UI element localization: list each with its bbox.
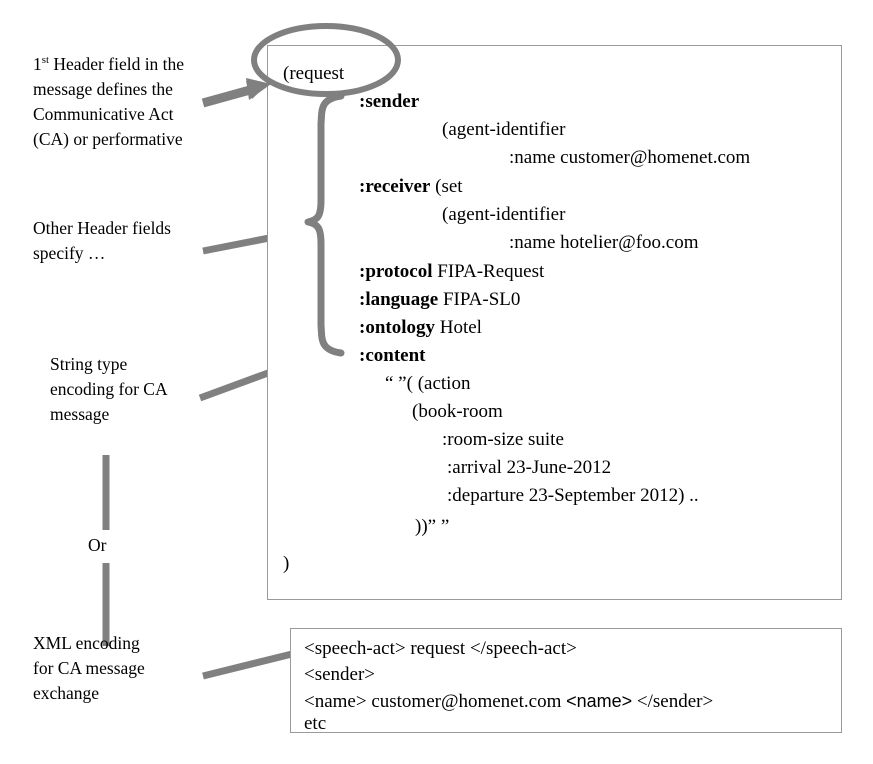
acl-receiver-name-value: :name hotelier@foo.com <box>509 232 699 253</box>
acl-language-value: FIPA-SL0 <box>438 289 521 310</box>
acl-receiver-agent-identifier: (agent-identifier <box>442 204 566 225</box>
acl-keyword-protocol: :protocol <box>359 261 433 282</box>
acl-line-sender: :sender <box>359 88 419 116</box>
acl-content-open: “ ”( (action <box>385 373 471 394</box>
acl-line-message-close: ) <box>283 550 289 578</box>
annotation-first-header-field: 1st Header field in the message defines … <box>33 52 248 152</box>
acl-keyword-ontology: :ontology <box>359 317 435 338</box>
acl-line-performative: (request <box>283 60 344 88</box>
acl-sender-agent-identifier: (agent-identifier <box>442 119 566 140</box>
acl-line-ontology: :ontology Hotel <box>359 314 482 342</box>
acl-message-box <box>267 45 842 600</box>
acl-content-close: ))” ” <box>415 516 450 537</box>
acl-receiver-set: (set <box>430 176 463 197</box>
acl-book-room: (book-room <box>412 401 503 422</box>
xml-etc-text: etc <box>304 713 327 734</box>
acl-keyword-receiver: :receiver <box>359 176 431 197</box>
acl-departure: :departure 23-September 2012) .. <box>447 485 699 506</box>
annotation-first-header-number: 1 <box>33 54 42 74</box>
xml-line-sender-open: <sender> <box>304 662 375 688</box>
xml-message-box <box>290 628 842 733</box>
acl-protocol-value: FIPA-Request <box>432 261 545 282</box>
acl-keyword-sender: :sender <box>359 91 420 112</box>
annotation-xml-encoding: XML encoding for CA message exchange <box>33 633 145 703</box>
acl-line-content-open: “ ”( (action <box>385 370 470 398</box>
acl-line-book-room: (book-room <box>412 398 503 426</box>
acl-message-content: (request :sender (agent-identifier :name… <box>267 45 842 600</box>
acl-line-receiver: :receiver (set <box>359 173 463 201</box>
acl-keyword-content: :content <box>359 345 426 366</box>
acl-sender-name-value: :name customer@homenet.com <box>509 147 751 168</box>
annotation-other-header-fields: Other Header fields specify … <box>33 218 171 263</box>
acl-keyword-language: :language <box>359 289 439 310</box>
xml-line-name: <name> customer@homenet.com <name> </sen… <box>304 688 713 715</box>
acl-arrival: :arrival 23-June-2012 <box>447 457 612 478</box>
xml-speech-act-text: <speech-act> request </speech-act> <box>304 638 577 659</box>
xml-line-speech-act: <speech-act> request </speech-act> <box>304 636 577 662</box>
acl-message-close: ) <box>283 553 290 574</box>
acl-line-departure: :departure 23-September 2012) .. <box>447 482 699 510</box>
acl-room-size: :room-size suite <box>442 429 564 450</box>
annotation-or: Or <box>88 535 107 555</box>
acl-line-sender-agent-identifier: (agent-identifier <box>442 116 565 144</box>
xml-line-etc: etc <box>304 711 326 737</box>
acl-ontology-value: Hotel <box>435 317 482 338</box>
annotation-first-header-ordinal: st <box>41 54 49 67</box>
acl-line-content: :content <box>359 342 425 370</box>
xml-name-close-tag-sans: <name> <box>566 691 633 711</box>
xml-sender-open-text: <sender> <box>304 664 376 685</box>
acl-line-content-close: ))” ” <box>415 513 449 541</box>
acl-line-room-size: :room-size suite <box>442 426 564 454</box>
xml-sender-close-text: </sender> <box>632 691 714 712</box>
acl-performative-text: (request <box>283 63 345 84</box>
acl-line-language: :language FIPA-SL0 <box>359 286 520 314</box>
acl-line-arrival: :arrival 23-June-2012 <box>447 454 611 482</box>
acl-line-receiver-agent-identifier: (agent-identifier <box>442 201 565 229</box>
annotation-string-type-encoding: String type encoding for CA message <box>50 354 168 424</box>
acl-line-receiver-name: :name hotelier@foo.com <box>509 229 699 257</box>
xml-name-open-text: <name> customer@homenet.com <box>304 691 567 712</box>
acl-line-protocol: :protocol FIPA-Request <box>359 258 544 286</box>
xml-message-content: <speech-act> request </speech-act> <send… <box>290 628 842 734</box>
acl-line-sender-name: :name customer@homenet.com <box>509 144 750 172</box>
annotation-first-header-rest: Header field in the message defines the … <box>33 54 185 149</box>
